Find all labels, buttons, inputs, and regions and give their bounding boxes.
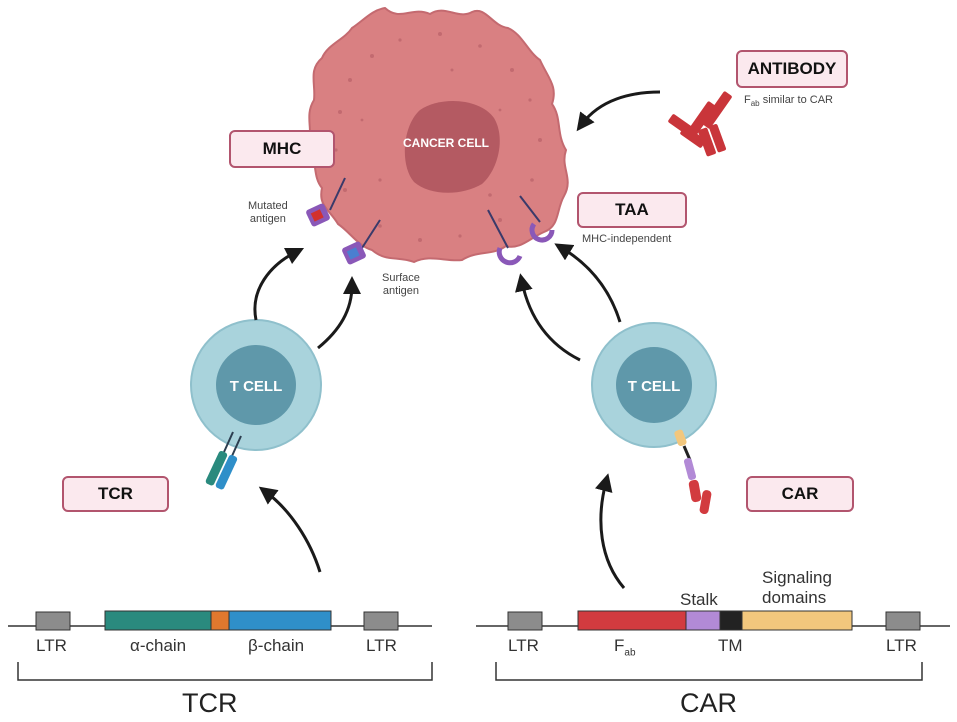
car-stalk-label: Stalk: [680, 590, 718, 609]
fab-similar-sub: ab: [750, 99, 760, 109]
tcr-ltr-left-label: LTR: [36, 636, 67, 655]
mhc-label-box: MHC: [229, 130, 335, 168]
car-fab-main: F: [614, 636, 625, 655]
antibody-label-box: ANTIBODY: [736, 50, 848, 88]
taa-label-box: TAA: [577, 192, 687, 228]
t-cell-left: [190, 319, 322, 451]
cancer-cell-label: CANCER CELL: [403, 136, 489, 150]
tcr-linker-segment: [210, 610, 230, 631]
car-ltr-left-box: [507, 611, 543, 631]
arrow-tcell-left-to-surface: [317, 276, 361, 350]
car-bracket: [495, 662, 923, 681]
surface-antigen-line1: Surface: [382, 272, 420, 284]
car-ltr-left-label: LTR: [508, 636, 539, 655]
taa-receptors: [487, 195, 555, 266]
mhc-independent-note: MHC-independent: [582, 233, 672, 245]
car-tm-label: TM: [718, 636, 743, 655]
tcr-beta-label: β-chain: [248, 636, 305, 655]
car-fab-segment: [577, 610, 687, 631]
t-cell-right-label: T CELL: [628, 378, 681, 395]
car-receptor-icon: [674, 429, 712, 515]
arrow-tcr-gene-to-tcell: [258, 486, 322, 573]
tcr-bracket: [17, 662, 433, 681]
tcr-beta-chain-segment: [228, 610, 332, 631]
tcr-alpha-label: α-chain: [130, 636, 187, 655]
tcr-ltr-right-label: LTR: [366, 636, 397, 655]
fab-similar-rest: similar to CAR: [759, 94, 833, 106]
tcr-label-box: TCR: [62, 476, 169, 512]
car-construct-title: CAR: [680, 688, 738, 718]
arrow-tcell-left-to-mutated: [253, 247, 305, 321]
t-cell-right: [591, 322, 717, 448]
mutated-antigen-line1: Mutated: [248, 200, 288, 212]
cancer-cell-nucleus: [404, 100, 500, 193]
cancer-cell: [306, 6, 569, 264]
car-ltr-right-label: LTR: [886, 636, 917, 655]
surface-antigen-note: Surface antigen: [382, 272, 420, 298]
mutated-antigen-note: Mutated antigen: [248, 200, 288, 226]
car-label-box: CAR: [746, 476, 854, 512]
car-stalk-segment: [685, 610, 721, 631]
tcr-ltr-left-box: [35, 611, 71, 631]
arrow-car-gene-to-tcell: [595, 473, 626, 589]
tcr-alpha-chain-segment: [104, 610, 212, 631]
arrows: [253, 90, 661, 589]
tcr-ltr-right-box: [363, 611, 399, 631]
car-fab-sub: ab: [624, 647, 636, 659]
car-signaling-segment: [741, 610, 853, 631]
car-tm-segment: [719, 610, 743, 631]
antibody-icon: [668, 91, 732, 157]
cancer-cell-speckles: [334, 32, 542, 242]
mutated-antigen-line2: antigen: [249, 213, 286, 225]
t-cell-left-label: T CELL: [230, 378, 283, 395]
arrow-antibody-to-cancer: [576, 90, 661, 132]
car-ltr-right-box: [885, 611, 921, 631]
tcr-receptor-icon: [205, 431, 242, 490]
car-fab-label: Fab: [614, 636, 636, 658]
car-signaling-label: Signaling domains: [762, 568, 832, 608]
mhc-mutated-antigen-receptor: [306, 177, 346, 227]
fab-similar-main: F: [744, 94, 751, 106]
fab-similar-note: Fab similar to CAR: [744, 94, 833, 110]
tcr-gene-construct: [8, 610, 433, 681]
car-signaling-line1: Signaling: [762, 568, 832, 587]
arrow-tcell-right-to-taa2: [554, 243, 622, 323]
car-gene-construct: [476, 610, 950, 681]
tcr-construct-title: TCR: [182, 688, 238, 718]
arrow-tcell-right-to-taa1: [515, 273, 581, 362]
surface-antigen-line2: antigen: [382, 285, 419, 297]
car-signaling-line2: domains: [762, 588, 827, 607]
mhc-surface-antigen-receptor: [342, 219, 381, 265]
